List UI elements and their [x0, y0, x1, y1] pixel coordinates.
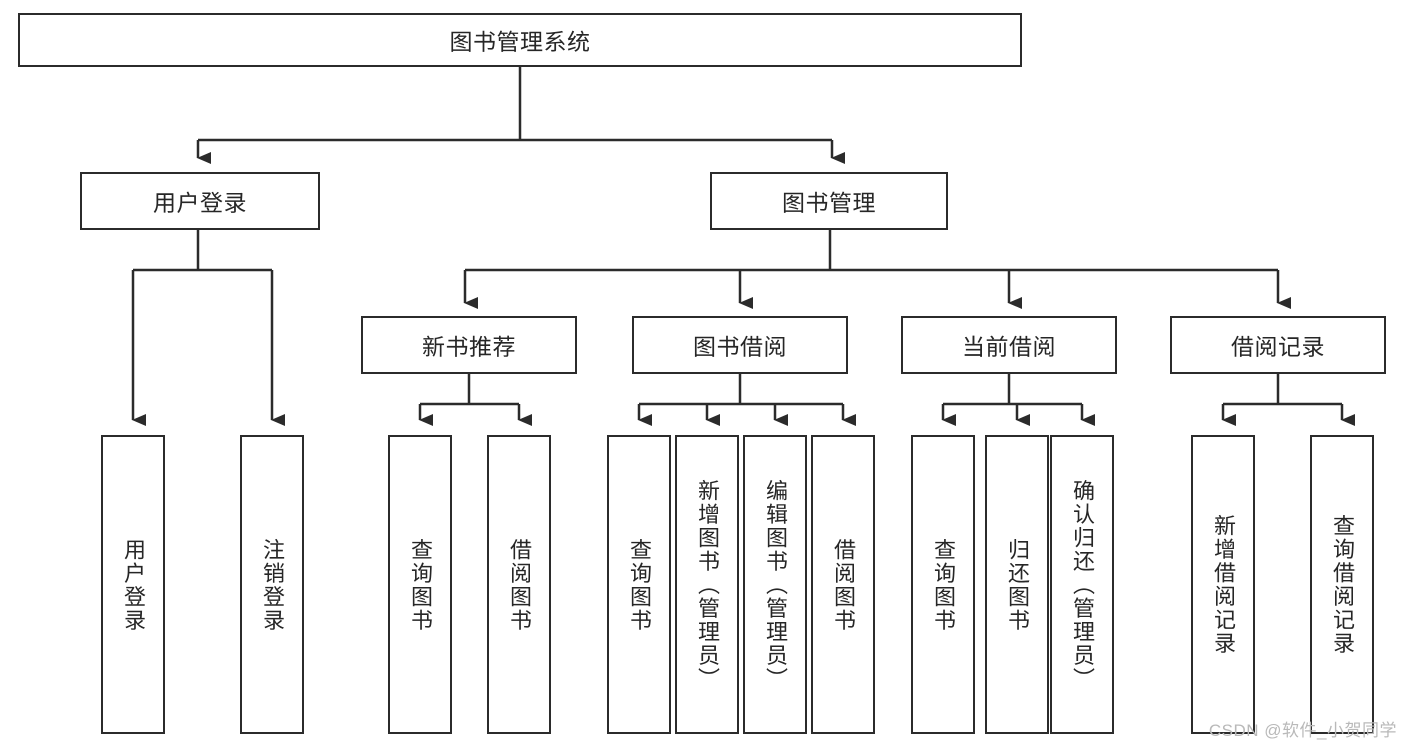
watermark: CSDN @软件_小贺同学 [1208, 721, 1397, 740]
leaf-add-borrow-record-label: 新增借阅记录 [1210, 514, 1236, 655]
node-book-management-label: 图书管理 [782, 190, 876, 216]
node-new-book-recommend-label: 新书推荐 [422, 334, 516, 360]
leaf-query-book-current[interactable]: 查询图书 [911, 435, 975, 734]
leaf-borrow-book[interactable]: 借阅图书 [811, 435, 875, 734]
leaf-user-logout-label: 注销登录 [259, 537, 285, 632]
node-user-login-label: 用户登录 [153, 190, 247, 216]
leaf-user-login-label: 用户登录 [120, 537, 146, 632]
leaf-return-book-label: 归还图书 [1004, 537, 1030, 632]
leaf-borrow-book-recommend[interactable]: 借阅图书 [487, 435, 551, 734]
node-root-label: 图书管理系统 [449, 29, 591, 55]
leaf-confirm-return-admin-label: 确认归还（管理员） [1069, 478, 1095, 691]
node-book-borrow[interactable]: 图书借阅 [632, 316, 848, 374]
leaf-borrow-book-label: 借阅图书 [830, 537, 856, 632]
leaf-query-borrow-record-label: 查询借阅记录 [1329, 514, 1355, 655]
leaf-query-borrow-record[interactable]: 查询借阅记录 [1310, 435, 1374, 734]
leaf-query-book-recommend[interactable]: 查询图书 [388, 435, 452, 734]
node-borrow-record-label: 借阅记录 [1231, 334, 1325, 360]
leaf-confirm-return-admin[interactable]: 确认归还（管理员） [1050, 435, 1114, 734]
leaf-query-book-borrow[interactable]: 查询图书 [607, 435, 671, 734]
leaf-query-book-current-label: 查询图书 [930, 537, 956, 632]
node-root[interactable]: 图书管理系统 [18, 13, 1022, 67]
leaf-add-book-admin-label: 新增图书（管理员） [694, 478, 720, 691]
leaf-return-book[interactable]: 归还图书 [985, 435, 1049, 734]
node-current-borrow[interactable]: 当前借阅 [901, 316, 1117, 374]
node-current-borrow-label: 当前借阅 [962, 334, 1056, 360]
leaf-user-logout[interactable]: 注销登录 [240, 435, 304, 734]
leaf-borrow-book-recommend-label: 借阅图书 [506, 537, 532, 632]
leaf-user-login[interactable]: 用户登录 [101, 435, 165, 734]
node-book-management[interactable]: 图书管理 [710, 172, 948, 230]
node-new-book-recommend[interactable]: 新书推荐 [361, 316, 577, 374]
node-user-login[interactable]: 用户登录 [80, 172, 320, 230]
leaf-edit-book-admin[interactable]: 编辑图书（管理员） [743, 435, 807, 734]
leaf-add-borrow-record[interactable]: 新增借阅记录 [1191, 435, 1255, 734]
leaf-add-book-admin[interactable]: 新增图书（管理员） [675, 435, 739, 734]
leaf-query-book-borrow-label: 查询图书 [626, 537, 652, 632]
node-borrow-record[interactable]: 借阅记录 [1170, 316, 1386, 374]
leaf-edit-book-admin-label: 编辑图书（管理员） [762, 478, 788, 691]
node-book-borrow-label: 图书借阅 [693, 334, 787, 360]
leaf-query-book-recommend-label: 查询图书 [407, 537, 433, 632]
